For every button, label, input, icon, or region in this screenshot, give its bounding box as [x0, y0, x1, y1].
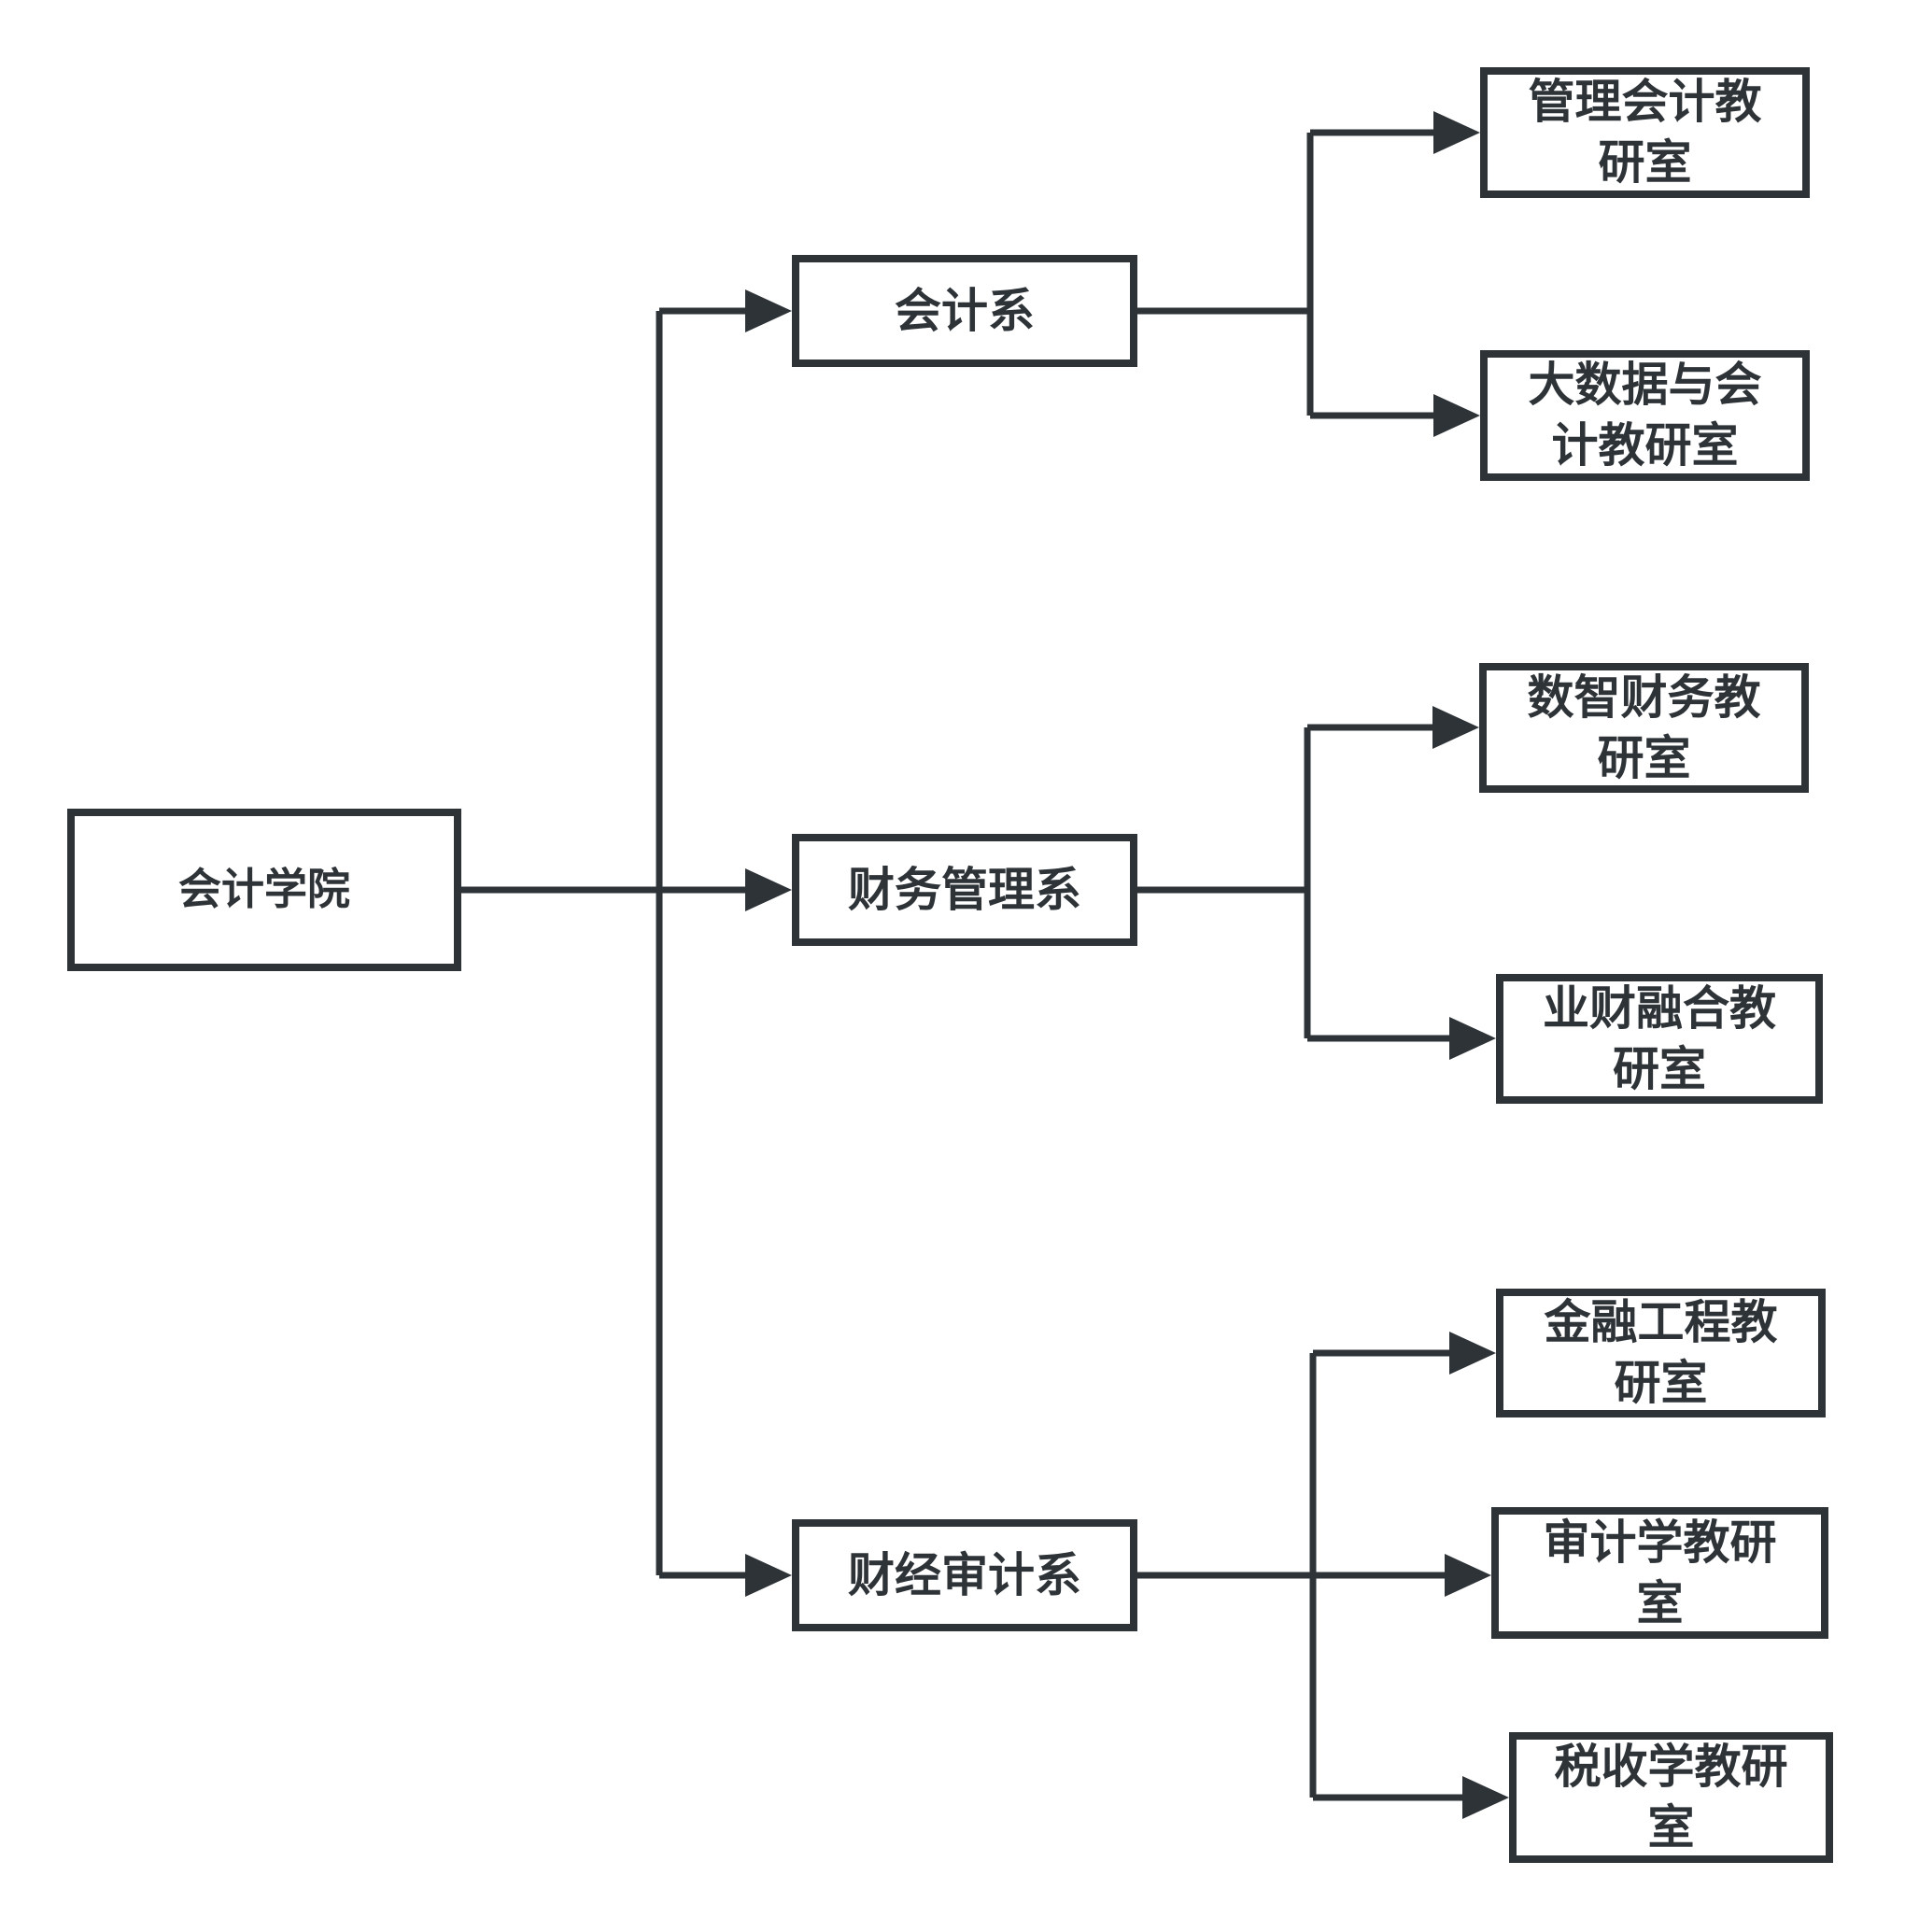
node-financial-management-dept: 财务管理系	[792, 834, 1137, 946]
node-financial-engineering-office: 金融工程教研室	[1496, 1289, 1826, 1417]
node-label: 会计系	[895, 285, 1035, 337]
arrowhead-icon	[1432, 706, 1479, 749]
node-label: 税收学教研室	[1554, 1741, 1788, 1854]
arrowhead-icon	[1462, 1776, 1509, 1819]
node-management-accounting-office: 管理会计教研室	[1480, 67, 1810, 198]
arrowhead-icon	[745, 868, 792, 911]
node-auditing-office: 审计学教研室	[1491, 1507, 1828, 1639]
arrowhead-icon	[1449, 1332, 1496, 1375]
node-label: 会计学院	[178, 865, 350, 914]
node-label: 数智财务教研室	[1527, 670, 1761, 784]
node-accounting-college: 会计学院	[67, 809, 461, 971]
node-taxation-office: 税收学教研室	[1509, 1732, 1833, 1863]
arrowhead-icon	[745, 289, 792, 332]
node-label: 财经审计系	[848, 1549, 1081, 1601]
arrowhead-icon	[1433, 394, 1480, 437]
node-label: 管理会计教研室	[1528, 76, 1762, 189]
node-label: 财务管理系	[848, 864, 1081, 916]
node-bigdata-accounting-office: 大数据与会计教研室	[1480, 350, 1810, 481]
arrowhead-icon	[1433, 111, 1480, 154]
arrowhead-icon	[1445, 1554, 1491, 1597]
node-label: 业财融合教研室	[1543, 981, 1776, 1095]
node-label: 审计学教研室	[1543, 1516, 1777, 1629]
node-label: 金融工程教研室	[1544, 1296, 1778, 1409]
node-business-finance-integration-office: 业财融合教研室	[1496, 974, 1823, 1104]
node-finance-audit-dept: 财经审计系	[792, 1519, 1137, 1631]
node-digital-finance-office: 数智财务教研室	[1479, 663, 1809, 793]
node-label: 大数据与会计教研室	[1528, 359, 1762, 472]
arrowhead-icon	[745, 1554, 792, 1597]
arrowhead-icon	[1449, 1017, 1496, 1060]
node-accounting-dept: 会计系	[792, 255, 1137, 367]
